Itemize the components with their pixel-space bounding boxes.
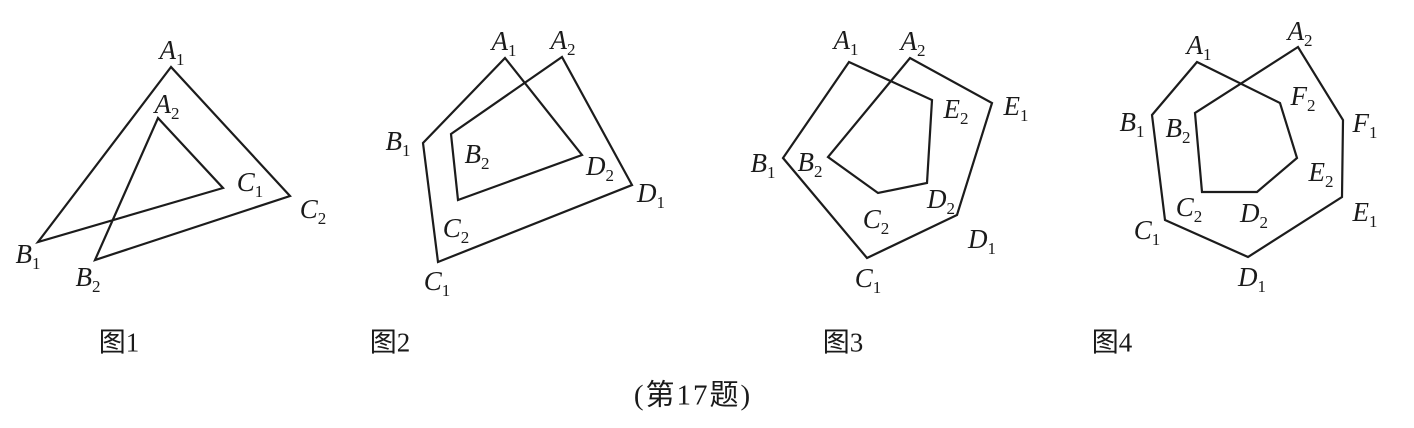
figure-1-vertex-label-A1: A1 bbox=[158, 35, 185, 69]
figure-3-vertex-label-C2: C2 bbox=[863, 204, 890, 238]
figure-1-vertex-label-B1: B1 bbox=[16, 239, 41, 273]
figure-2-vertex-label-C2: C2 bbox=[443, 213, 470, 247]
figure-4-vertex-label-D1: D1 bbox=[1237, 262, 1266, 296]
figure-4-vertex-label-F1: F1 bbox=[1352, 108, 1378, 142]
figure-4-vertex-label-C1: C1 bbox=[1134, 215, 1161, 249]
figure3-caption: 图3 bbox=[822, 327, 864, 358]
figure-3-vertex-label-D2: D2 bbox=[926, 184, 955, 218]
figure-1-vertex-label-A2: A2 bbox=[153, 89, 180, 123]
figure-3-vertex-label-B1: B1 bbox=[751, 148, 776, 182]
figure-1-vertex-label-B2: B2 bbox=[76, 262, 101, 296]
problem-number-caption: (第17题) bbox=[633, 379, 753, 412]
figure-4-vertex-label-B1: B1 bbox=[1120, 107, 1145, 141]
figure-4-vertex-label-B2: B2 bbox=[1166, 113, 1191, 147]
figure-1-outline bbox=[35, 65, 292, 262]
figure-3-vertex-label-E2: E2 bbox=[943, 94, 969, 128]
figure-1-vertex-label-C2: C2 bbox=[300, 194, 327, 228]
figure-2-vertex-label-B2: B2 bbox=[465, 139, 490, 173]
figure-3-outline bbox=[781, 56, 994, 260]
figure-4-vertex-label-A2: A2 bbox=[1286, 16, 1313, 50]
figure-2-vertex-label-B1: B1 bbox=[386, 126, 411, 160]
figure-2-outline bbox=[421, 55, 634, 264]
figure-3-vertex-label-A2: A2 bbox=[899, 26, 926, 60]
figure-2-vertex-label-D1: D1 bbox=[636, 178, 665, 212]
figure-4-vertex-label-F2: F2 bbox=[1290, 81, 1316, 115]
figure-2-vertex-label-A1: A1 bbox=[490, 26, 517, 60]
figure-4-outline bbox=[1150, 45, 1345, 259]
figure-3-vertex-label-B2: B2 bbox=[798, 147, 823, 181]
figure-4-vertex-label-D2: D2 bbox=[1239, 198, 1268, 232]
figure-4-vertex-label-C2: C2 bbox=[1176, 192, 1203, 226]
figure2-caption: 图2 bbox=[369, 327, 411, 358]
figure-2-vertex-label-A2: A2 bbox=[549, 25, 576, 59]
figure-3-vertex-label-C1: C1 bbox=[855, 263, 882, 297]
figure-2-vertex-label-C1: C1 bbox=[424, 266, 451, 300]
figure-4-vertex-label-E2: E2 bbox=[1308, 157, 1334, 191]
figure-3-vertex-label-A1: A1 bbox=[832, 25, 859, 59]
figure-3-vertex-label-E1: E1 bbox=[1003, 91, 1029, 125]
figure4-caption: 图4 bbox=[1091, 327, 1133, 358]
figure-3-vertex-label-D1: D1 bbox=[967, 224, 996, 258]
figure-2-vertex-label-D2: D2 bbox=[585, 151, 614, 185]
figure-4-vertex-label-E1: E1 bbox=[1352, 197, 1378, 231]
figure-4-vertex-label-A1: A1 bbox=[1185, 30, 1212, 64]
figure-1-vertex-label-C1: C1 bbox=[237, 167, 264, 201]
figure1-caption: 图1 bbox=[98, 327, 140, 358]
